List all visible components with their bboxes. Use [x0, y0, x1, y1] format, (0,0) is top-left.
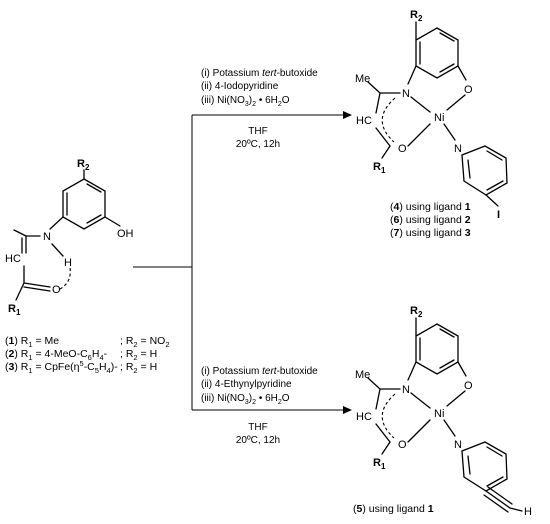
bottom-me-label: Me: [355, 369, 370, 381]
bottom-product-labels: (5) using ligand 1: [353, 503, 434, 515]
top-o-enolate: O: [398, 143, 407, 155]
ligand-row-r2: ; R2 = H: [120, 348, 157, 362]
top-arrowhead: [343, 111, 352, 119]
ligand-row-r2: ; R2 = NO2: [120, 335, 169, 349]
product-label-row: (4) using ligand 1: [390, 201, 471, 213]
top-pyridine-n: N: [454, 143, 462, 155]
product-label-row: (6) using ligand 2: [390, 214, 471, 226]
top-step-3: (iii) Ni(NO3)2 • 6H2O: [201, 95, 290, 108]
bottom-arrowhead: [343, 406, 352, 414]
bottom-step-1: (i) Potassium tert-butoxide: [201, 366, 318, 377]
top-step-2: (ii) 4-Iodopyridine: [201, 81, 279, 92]
ligand-row-r2: ; R2 = H: [120, 361, 157, 375]
bottom-pyridine-n: N: [454, 439, 462, 451]
bottom-product-structure: R2 O N Ni Me HC O R1 N H: [355, 305, 532, 518]
top-conditions: (i) Potassium tert-butoxide (ii) 4-Iodop…: [201, 68, 318, 150]
bottom-step-3: (iii) Ni(NO3)2 • 6H2O: [201, 393, 290, 406]
ligand-row: (1) R1 = Me: [5, 335, 59, 349]
product-label-row: (5) using ligand 1: [353, 503, 434, 515]
bottom-conditions: (i) Potassium tert-butoxide (ii) 4-Ethyn…: [201, 366, 318, 446]
top-hc-label: HC: [356, 115, 372, 127]
top-ni-label: Ni: [434, 112, 444, 124]
ligand-hc-label: HC: [5, 253, 21, 265]
top-o-phenolate: O: [464, 84, 473, 96]
top-temperature: 20ºC, 12h: [236, 139, 280, 150]
bottom-o-phenolate: O: [464, 380, 473, 392]
ligand-oh-label: OH: [117, 228, 134, 240]
ligand-structure: R2 OH N HC O R1 H: [5, 158, 134, 317]
bottom-r2-label: R2: [410, 305, 423, 319]
top-iodine-label: I: [497, 209, 500, 221]
ligand-h-label: H: [64, 257, 72, 269]
bottom-r1-label: R1: [373, 457, 386, 471]
ligand-list: (1) R1 = Me ; R2 = NO2 (2) R1 = 4-MeO-C6…: [5, 335, 169, 375]
reaction-arrows: [133, 111, 352, 414]
top-r2-label: R2: [410, 9, 423, 23]
bottom-alkyne-h: H: [524, 506, 532, 518]
top-solvent: THF: [248, 126, 267, 137]
bottom-ni-label: Ni: [434, 408, 444, 420]
top-r1-label: R1: [373, 161, 386, 175]
top-n-label: N: [402, 88, 410, 100]
bottom-n-label: N: [402, 384, 410, 396]
ligand-n-label: N: [43, 231, 51, 243]
ligand-o-label: O: [52, 284, 61, 296]
bottom-hc-label: HC: [356, 411, 372, 423]
ligand-row: (2) R1 = 4-MeO-C6H4-: [5, 348, 108, 362]
bottom-step-2: (ii) 4-Ethynylpyridine: [201, 379, 292, 390]
bottom-o-enolate: O: [398, 439, 407, 451]
ligand-r2-label: R2: [77, 158, 90, 172]
ligand-r1-label: R1: [8, 303, 21, 317]
ligand-row: (3) R1 = CpFe(η5-C5H4)-: [5, 359, 118, 375]
product-label-row: (7) using ligand 3: [390, 227, 471, 239]
top-me-label: Me: [355, 73, 370, 85]
top-product-structure: R2 O N Ni Me HC O R1 N I: [355, 9, 508, 221]
top-product-labels: (4) using ligand 1 (6) using ligand 2 (7…: [390, 201, 471, 239]
top-step-1: (i) Potassium tert-butoxide: [201, 68, 318, 79]
bottom-solvent: THF: [248, 422, 267, 433]
bottom-temperature: 20ºC, 12h: [236, 435, 280, 446]
